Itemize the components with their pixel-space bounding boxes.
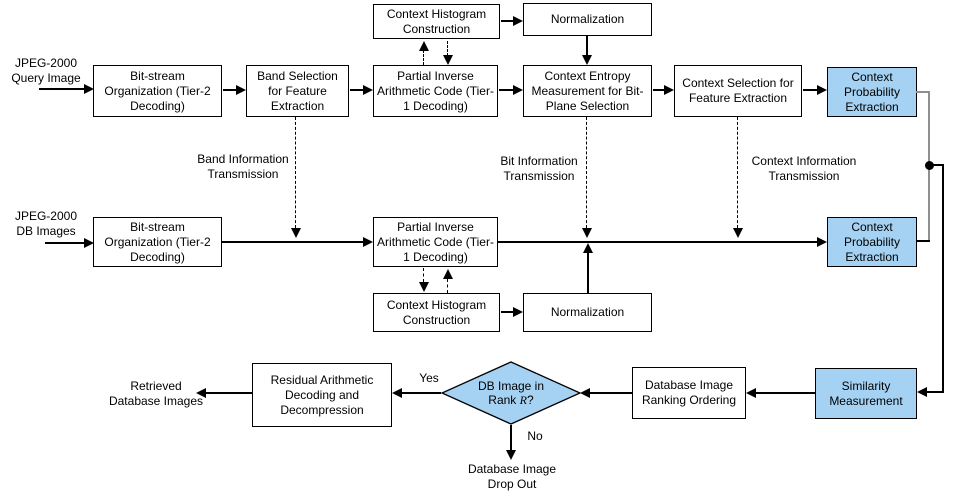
connector-similarity-to-ranking (754, 392, 815, 394)
node-bitstream-organization-db: Bit-stream Organization (Tier-2 Decoding… (93, 217, 222, 267)
label-bit-information-transmission: Bit Information Transmission (500, 154, 578, 183)
node-bitstream-organization-query: Bit-stream Organization (Tier-2 Decoding… (93, 65, 222, 117)
node-band-selection: Band Selection for Feature Extraction (246, 65, 349, 117)
connector-residual-to-retrieved (206, 392, 252, 394)
arrowhead-dashed-up-to-histogram-top (419, 41, 429, 51)
arrowhead-normalization-to-entropy (582, 55, 592, 65)
arrowhead-context-information (733, 228, 743, 238)
node-context-histogram-construction-query: Context Histogram Construction (373, 4, 500, 39)
connector-partialinversedb-to-probabilitydb (498, 241, 817, 243)
arrowhead-similarity-to-ranking (746, 388, 756, 398)
dashed-context-information (737, 117, 738, 228)
dashed-down-to-histogram-db (423, 268, 424, 282)
node-normalization-query: Normalization (523, 3, 652, 36)
dashed-down-to-partialinverse-query (447, 41, 448, 56)
node-context-selection: Context Selection for Feature Extraction (674, 65, 802, 117)
node-partial-inverse-arithmetic-query: Partial Inverse Arithmetic Code (Tier-1 … (373, 65, 498, 117)
arrowhead-bitstreamdb-to-partialinversedb (363, 237, 373, 247)
dashed-band-information (295, 117, 296, 228)
arrowhead-query-input (84, 84, 94, 94)
node-context-probability-extraction-query: Context Probability Extraction (827, 67, 917, 117)
arrowhead-normalizationdb-up (583, 243, 593, 253)
arrowhead-contextselection-to-probability (817, 85, 827, 95)
connector-decision-no-down (510, 425, 512, 451)
decision-line1: DB Image in (477, 379, 545, 393)
label-jpeg2000-query-image: JPEG-2000 Query Image (11, 56, 81, 85)
connector-down-to-similarity (942, 164, 944, 393)
arrowhead-dashed-up-to-partialinverse-db (443, 269, 453, 279)
connector-normalizationdb-up (587, 253, 589, 293)
label-yes: Yes (419, 371, 439, 385)
decision-db-image-in-rank: DB Image in Rank R? (440, 361, 582, 425)
node-context-histogram-construction-db: Context Histogram Construction (373, 293, 500, 332)
node-context-entropy-measurement: Context Entropy Measurement for Bit-Plan… (523, 65, 652, 117)
connector-probabilitydb-out-h (916, 240, 930, 242)
arrowhead-into-similarity (917, 387, 927, 397)
node-residual-arithmetic-decoding: Residual Arithmetic Decoding and Decompr… (252, 363, 392, 427)
label-jpeg2000-db-images: JPEG-2000 DB Images (14, 209, 78, 238)
arrowhead-dashed-down-to-partialinverse-query (443, 55, 453, 65)
node-similarity-measurement: Similarity Measurement (815, 368, 917, 419)
connector-normalization-to-entropy (586, 36, 588, 55)
label-band-information-transmission: Band Information Transmission (197, 152, 289, 181)
decision-label: DB Image in Rank R? (441, 361, 581, 425)
connector-bitstreamdb-to-partialinversedb (222, 241, 363, 243)
node-context-probability-extraction-db: Context Probability Extraction (827, 217, 917, 267)
arrowhead-bandselection-to-partialinverse (363, 85, 373, 95)
connector-entropy-to-contextselection (653, 89, 664, 91)
connector-partialinverse-to-entropy (499, 89, 513, 91)
arrowhead-partialinverse-to-entropy (513, 85, 523, 95)
label-no: No (527, 429, 543, 443)
arrowhead-residual-to-retrieved (196, 388, 206, 398)
label-context-information-transmission: Context Information Transmission (751, 154, 857, 183)
arrowhead-decision-yes-to-residual (392, 388, 402, 398)
arrowhead-decision-no-down (506, 450, 516, 460)
connector-contextselection-to-probability (803, 89, 817, 91)
arrowhead-histogram-to-normalization-top (513, 16, 523, 26)
connector-histogramdb-to-normalizationdb (501, 311, 513, 313)
dashed-up-to-histogram-top (423, 50, 424, 65)
arrowhead-entropy-to-contextselection (664, 85, 674, 95)
connector-decision-yes-to-residual (400, 392, 441, 394)
label-database-image-drop-out: Database Image Drop Out (467, 462, 557, 491)
arrowhead-dashed-down-to-histogram-db (419, 282, 429, 292)
node-database-image-ranking: Database Image Ranking Ordering (632, 367, 746, 419)
connector-histogram-to-normalization-top (501, 20, 513, 22)
connector-db-input (45, 242, 84, 244)
connector-bandselection-to-partialinverse (350, 89, 363, 91)
arrowhead-bit-information (582, 228, 592, 238)
node-partial-inverse-arithmetic-db: Partial Inverse Arithmetic Code (Tier-1 … (373, 217, 498, 267)
dashed-bit-information (586, 117, 587, 228)
arrowhead-partialinversedb-to-probabilitydb (817, 237, 827, 247)
decision-line2: Rank R? (488, 393, 534, 407)
arrowhead-ranking-to-decision (580, 388, 590, 398)
arrowhead-bitstream-to-bandselection (236, 85, 246, 95)
label-retrieved-database-images: Retrieved Database Images (108, 379, 204, 408)
arrowhead-db-input (84, 238, 94, 248)
arrowhead-histogramdb-to-normalizationdb (513, 307, 523, 317)
dashed-up-to-partialinverse-db (447, 279, 448, 293)
diamond-shape-icon (440, 361, 582, 425)
node-normalization-db: Normalization (523, 293, 652, 332)
connector-ranking-to-decision (588, 392, 632, 394)
connector-query-input (39, 88, 84, 90)
connector-into-similarity (927, 391, 944, 393)
arrowhead-band-information (291, 228, 301, 238)
connector-junction-right (929, 164, 944, 166)
connector-probabilityquery-out-h (916, 91, 930, 93)
junction-dot (925, 161, 934, 170)
connector-bitstream-to-bandselection (223, 89, 236, 91)
